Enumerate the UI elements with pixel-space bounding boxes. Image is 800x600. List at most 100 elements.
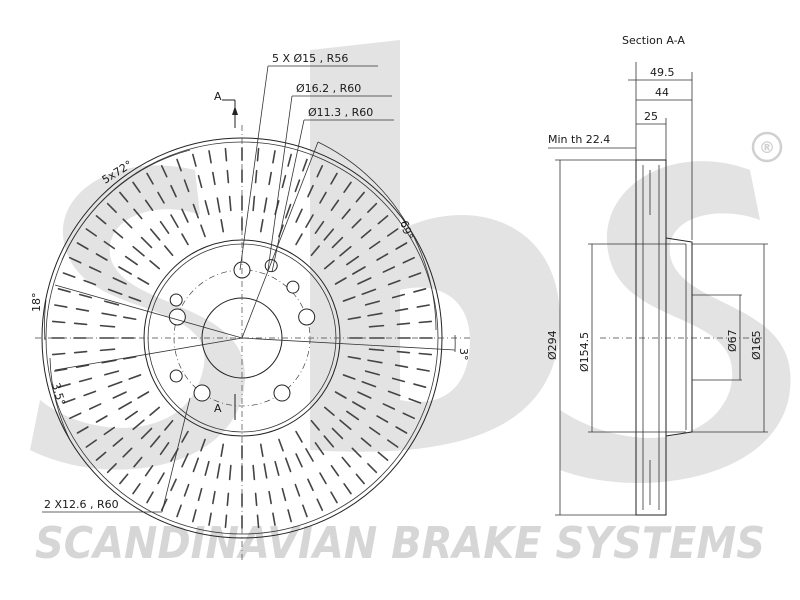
vane-slot [351, 218, 362, 229]
bolt-holes [168, 259, 316, 402]
vane-slot [331, 236, 344, 249]
vane-slot [192, 153, 197, 167]
vane-slot [149, 228, 161, 241]
vane-slot [391, 293, 406, 299]
vane-slot [228, 195, 232, 212]
vane-slot [228, 464, 232, 481]
locating-hole [169, 369, 183, 383]
hat-profile [665, 237, 693, 437]
vane-slot [416, 304, 430, 308]
vane-slot [418, 320, 433, 324]
section-arrowhead-top [232, 106, 238, 115]
vane-slot [367, 202, 378, 213]
vane-slot [140, 236, 153, 249]
registered-circle [751, 131, 783, 163]
vane-slot [268, 171, 272, 186]
vane-slot [164, 419, 174, 431]
watermark-s-right [560, 161, 791, 484]
vane-slot [76, 426, 89, 434]
vane-slot [376, 253, 389, 261]
vane-slot [287, 509, 292, 523]
vane-slot [78, 293, 93, 299]
vane-slot [377, 451, 389, 461]
vane-slot [69, 412, 82, 420]
vane-slot [133, 208, 143, 220]
vane-slot [62, 272, 76, 278]
vane-slot [368, 324, 385, 328]
vane-slot [295, 453, 303, 468]
vane-slot [418, 352, 433, 356]
vane-slot [364, 370, 380, 376]
vane-slot [95, 451, 107, 461]
vane-slot [137, 391, 150, 399]
vane-slot [181, 208, 189, 223]
vane-slot [212, 490, 216, 505]
vane-slot [122, 218, 133, 229]
vane-slot [343, 483, 352, 495]
bolt-hole [168, 308, 186, 326]
vane-slot [106, 463, 117, 474]
vane-slot [413, 383, 427, 388]
watermark-s-left [30, 165, 246, 470]
vane-slot [132, 181, 141, 193]
vane-slot [305, 448, 314, 462]
vane-slot [355, 473, 365, 485]
vane-slot [132, 245, 145, 257]
vane-slot [310, 419, 320, 431]
vane-slot [224, 147, 228, 162]
vane-slot [342, 374, 356, 380]
vane-slot [254, 492, 258, 507]
front-view: A A 5x72° 69° 18° 3.5° 3° 5 X Ø15 , R56 … [30, 52, 470, 560]
vane-slot [128, 296, 142, 302]
vane-slot [103, 240, 116, 250]
vane-slot [146, 172, 154, 185]
section-marker-bottom: A [214, 402, 222, 415]
vane-slot [224, 514, 228, 529]
vane-slot [192, 457, 200, 473]
vane-slot [368, 240, 381, 250]
vane-slot [357, 391, 372, 399]
vane-slot [341, 456, 351, 468]
leader-126 [161, 397, 191, 513]
vane-slot [133, 456, 143, 468]
vane-slot [367, 359, 383, 364]
vane-slot [284, 203, 292, 219]
vane-slot [314, 220, 325, 234]
vane-slot [51, 352, 66, 356]
vane-slot [88, 403, 102, 410]
vane-slot [259, 443, 264, 457]
vane-slot [132, 483, 141, 495]
vane-slot [112, 391, 127, 399]
locating-hole [169, 293, 183, 307]
vane-slot [259, 219, 264, 233]
vane-slot [341, 208, 351, 220]
vane-slot [339, 419, 352, 431]
angle-arc-18 [44, 299, 47, 341]
vane-slot [54, 368, 68, 372]
dim-outer-diameter: Ø294 [546, 330, 559, 360]
vane-slot [310, 245, 320, 257]
vane-slot [99, 348, 116, 352]
vane-slot [54, 304, 68, 308]
vane-slot [395, 426, 408, 434]
vane-slot [287, 153, 292, 167]
vane-slot [73, 322, 88, 326]
bolt-hole [273, 384, 291, 402]
vane-slot [99, 324, 116, 328]
vane-slot [75, 308, 90, 312]
vane-slot [281, 174, 287, 189]
vane-slot [323, 228, 335, 241]
vane-slot [107, 380, 123, 388]
vane-slot [57, 383, 71, 388]
vane-slot [149, 260, 161, 270]
vane-slot [200, 224, 206, 238]
vane-slot [339, 245, 352, 257]
vane-slot [128, 374, 142, 380]
registered-mark: ® [759, 138, 775, 157]
vane-slot [368, 348, 385, 352]
vane-slot [376, 415, 389, 423]
vane-slot [413, 288, 427, 293]
vane-slot [395, 242, 408, 250]
angle-arc-69 [317, 141, 437, 331]
